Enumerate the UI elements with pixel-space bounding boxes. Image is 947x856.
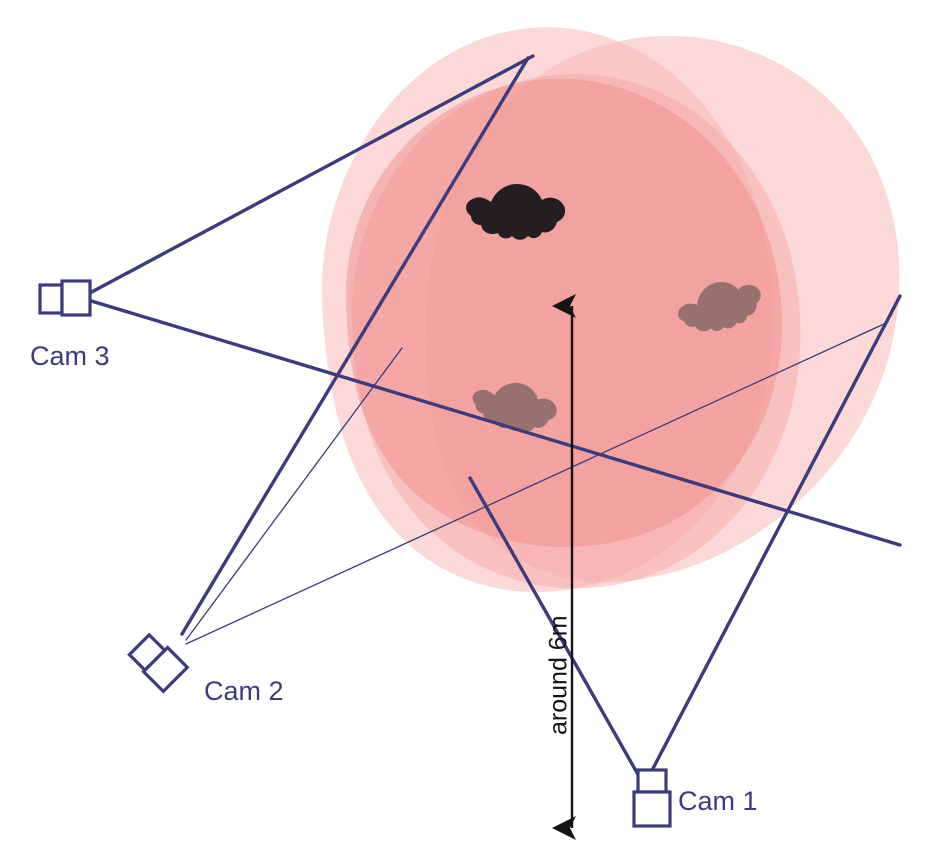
fov-ray-cam1-right xyxy=(646,294,902,780)
camera-cam2[interactable]: Cam 2 xyxy=(127,632,284,706)
camera-cam3[interactable]: Cam 3 xyxy=(30,279,110,371)
camera-label-cam1: Cam 1 xyxy=(678,786,758,816)
camera-icon-cam2 xyxy=(127,632,190,694)
camera-label-cam3: Cam 3 xyxy=(30,341,110,371)
fov-ray-cam3-upper xyxy=(86,54,535,296)
fov-ray-cam2-upper-thin xyxy=(185,347,403,641)
measurement-label: around 6m xyxy=(545,615,573,735)
camera-back-body xyxy=(38,283,64,315)
fov-ray-cam2-right-thin xyxy=(185,323,885,645)
camera-lens-body xyxy=(141,645,190,694)
camera-lens-body xyxy=(60,279,92,317)
fov-ray-cam3-lower xyxy=(86,298,902,547)
coverage-regions xyxy=(321,27,900,593)
fov-rays xyxy=(86,54,902,780)
camera-icon-cam3 xyxy=(38,279,92,317)
camera-back-body xyxy=(636,768,668,794)
measurement-arrow: around 6m xyxy=(545,294,576,840)
fov-ray-cam2-thick xyxy=(180,56,530,636)
camera-label-cam2: Cam 2 xyxy=(204,676,284,706)
camera-cam1[interactable]: Cam 1 xyxy=(632,768,758,828)
camera-lens-body xyxy=(632,790,672,828)
camera-icon-cam1 xyxy=(632,768,672,828)
